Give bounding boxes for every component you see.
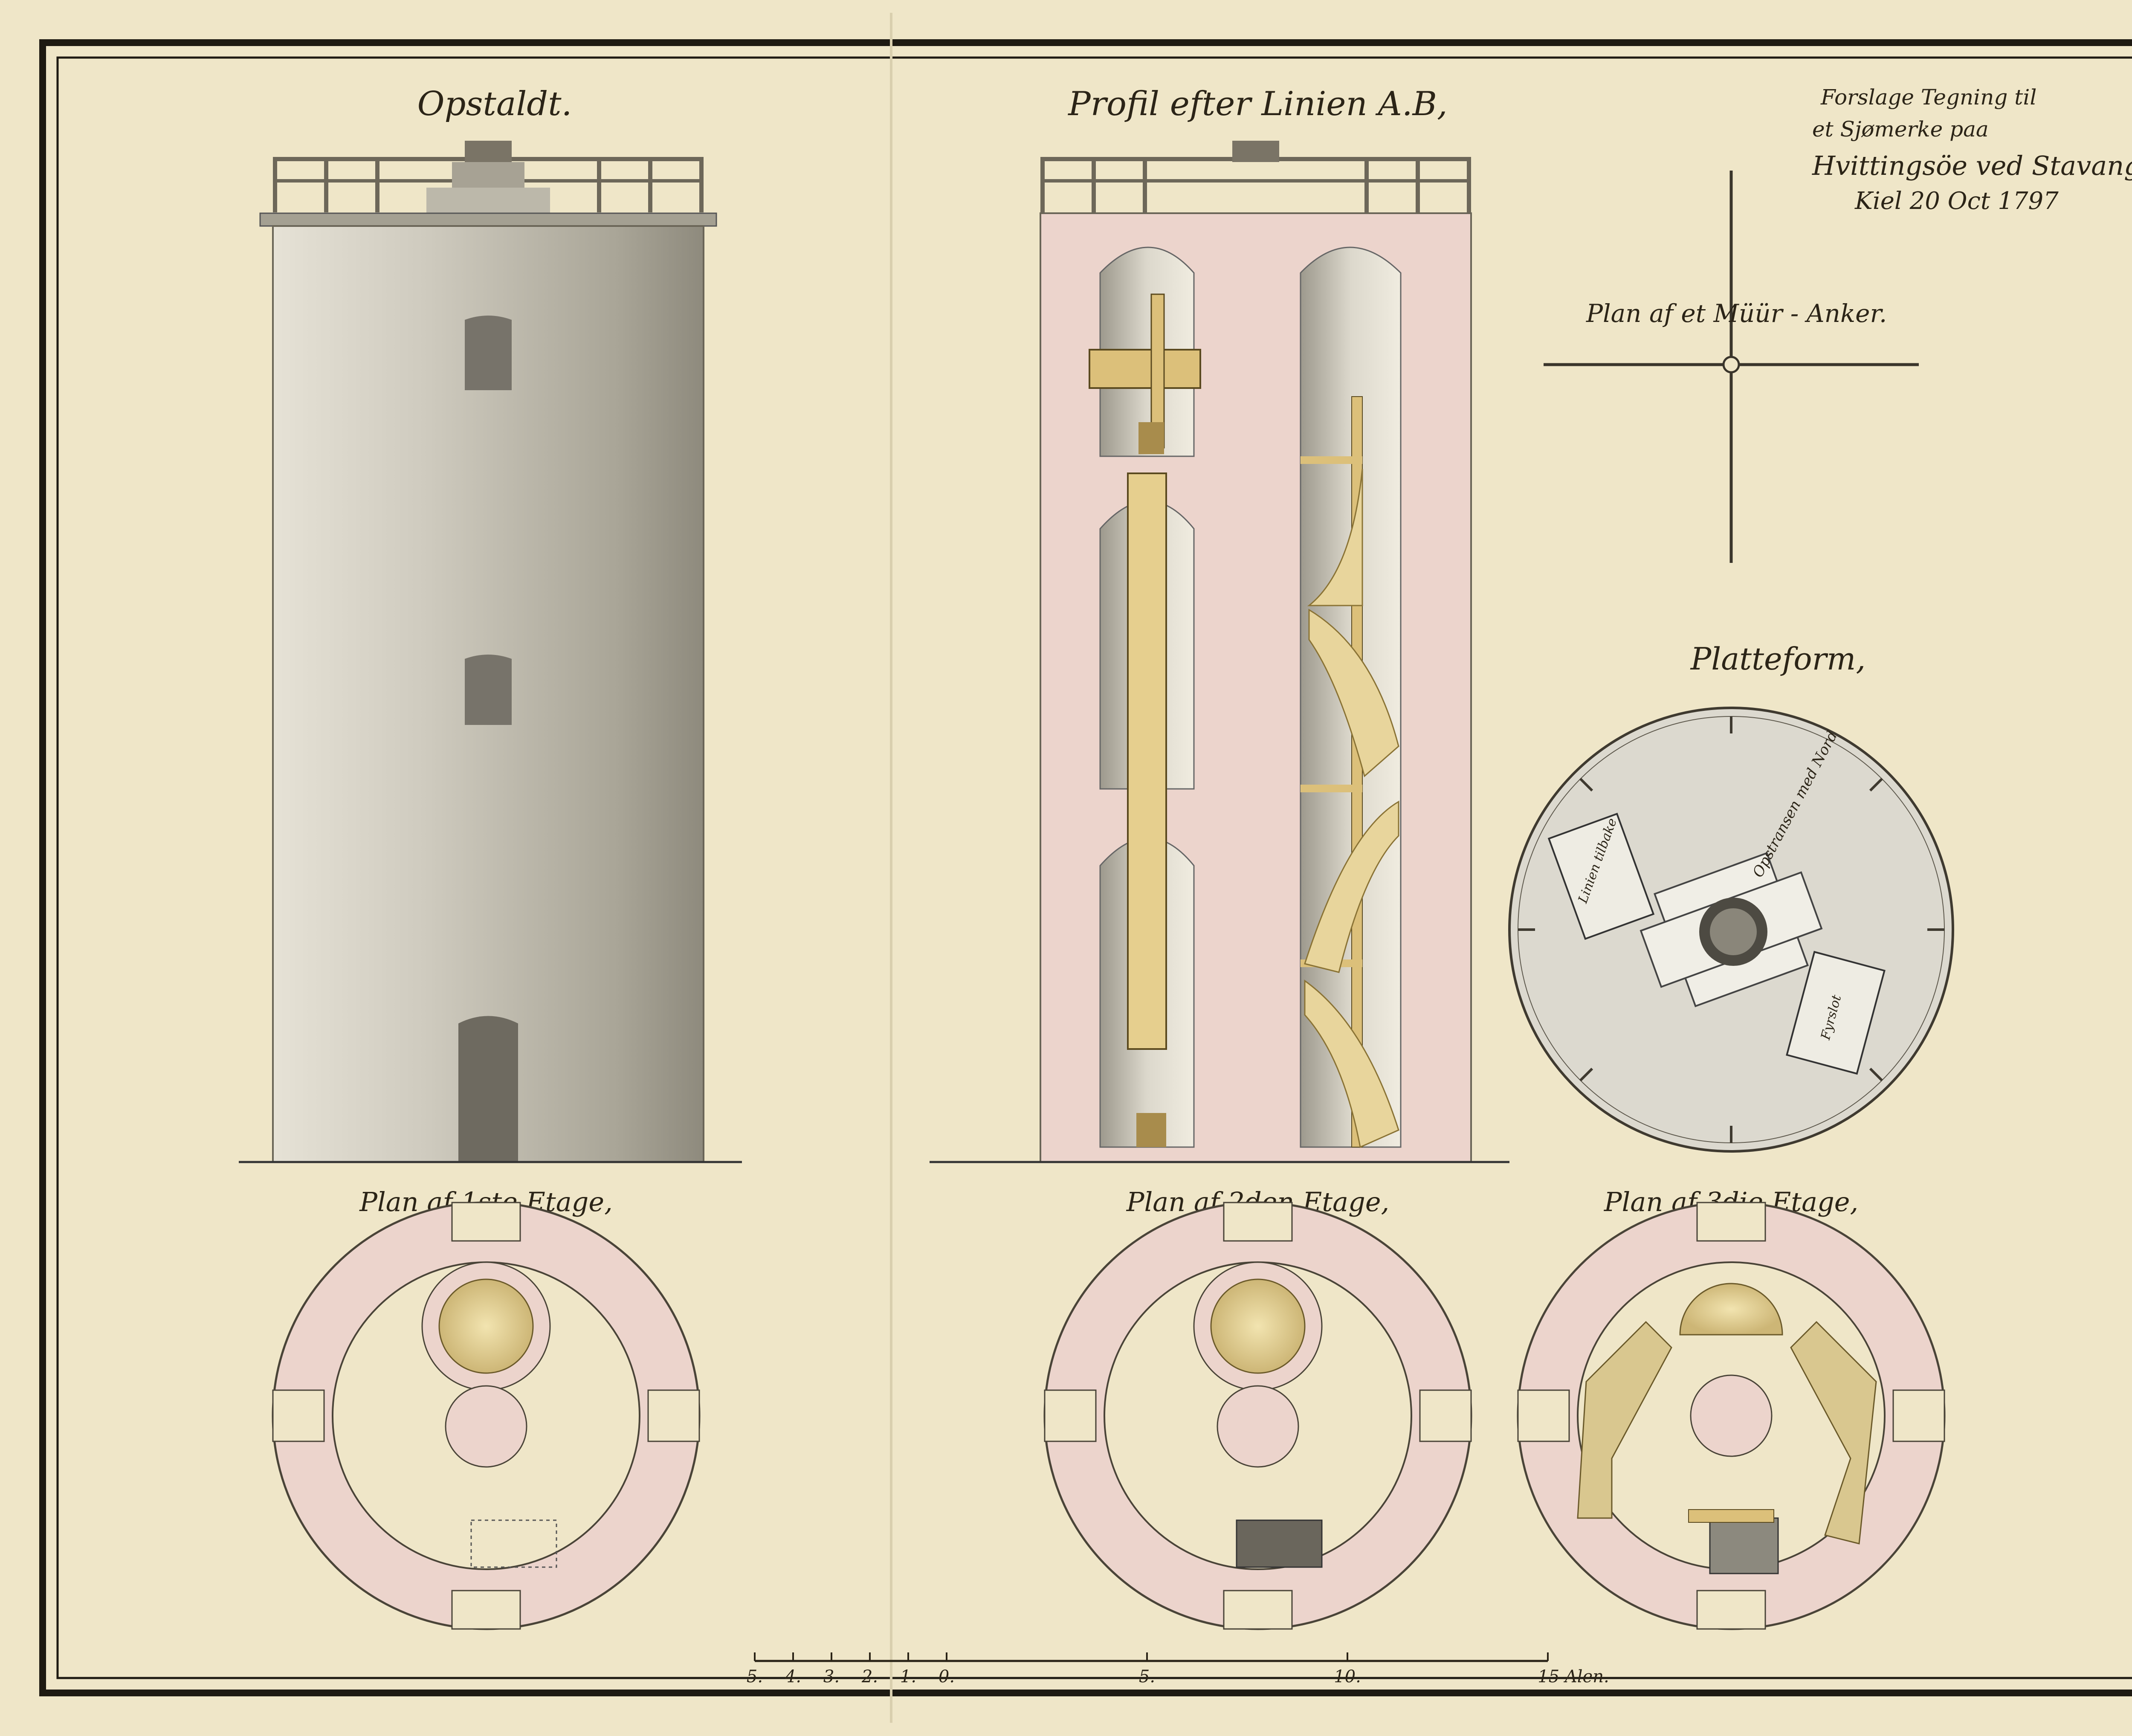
- note-line-2: et Sjømerke paa: [1812, 117, 1989, 142]
- scale-tick-label: 0.: [939, 1667, 955, 1687]
- scale-bar: 5. 4. 3. 2. 1. 0. 5. 10. 15 Alen.: [747, 1652, 1609, 1687]
- scale-tick-label: 5.: [747, 1667, 763, 1687]
- door: [458, 1016, 518, 1162]
- floor-plan-2: Plan af 2den Etage,: [1043, 1186, 1472, 1630]
- wall-anchor-title: Plan af et Müür - Anker.: [1586, 299, 1887, 328]
- spiral-stair: [1301, 396, 1399, 1148]
- note-line-4: Kiel 20 Oct 1797: [1854, 187, 2059, 215]
- platform-title: Platteform,: [1690, 641, 1866, 677]
- elevation-view: Opstaldt.: [239, 85, 742, 1163]
- elevation-title: Opstaldt.: [417, 85, 572, 123]
- outer-frame: [39, 39, 2132, 1696]
- scale-tick-label: 15 Alen.: [1538, 1667, 1609, 1687]
- profile-section: Profil efter Linien A.B,: [930, 85, 1509, 1163]
- floor-plan-3: Plan af 3die Etage,: [1517, 1186, 1946, 1630]
- scale-tick-label: 10.: [1334, 1667, 1361, 1687]
- wall-anchor-plan: Plan af et Müür - Anker.: [1544, 171, 1919, 563]
- scale-tick-label: 4.: [785, 1667, 801, 1687]
- scale-tick-label: 3.: [823, 1667, 840, 1687]
- scale-tick-label: 2.: [861, 1667, 878, 1687]
- bucket: [1138, 422, 1164, 454]
- platform-plan: Platteform, Opstransen med Nord Linien t…: [1508, 641, 1954, 1153]
- scale-tick-label: 5.: [1139, 1667, 1155, 1687]
- bucket: [1136, 1113, 1166, 1147]
- window: [465, 655, 512, 725]
- stair-plan: [438, 1278, 534, 1374]
- note-line-3: Hvittingsöe ved Stavanger: [1812, 150, 2132, 181]
- window: [465, 316, 512, 390]
- floor-plan-1: Plan af 1ste Etage,: [272, 1186, 701, 1630]
- stair-plan: [1210, 1278, 1306, 1374]
- note-line-1: Forslage Tegning til: [1820, 85, 2036, 110]
- inner-frame: [56, 56, 2132, 1679]
- winch: [1089, 349, 1201, 389]
- hoist-shaft: [1127, 472, 1167, 1050]
- handwritten-note: Forslage Tegning til et Sjømerke paa Hvi…: [1812, 85, 2132, 215]
- scale-tick-label: 1.: [900, 1667, 916, 1687]
- profile-title: Profil efter Linien A.B,: [1067, 85, 1447, 123]
